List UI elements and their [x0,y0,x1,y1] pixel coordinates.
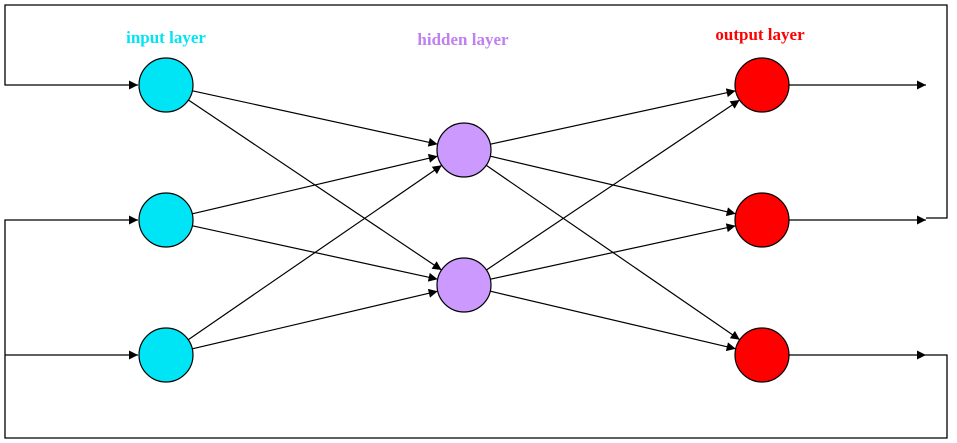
hidden-neuron-2 [436,257,492,313]
connection-input-3-to-hidden-2 [192,288,438,350]
connections [187,88,741,352]
output-neuron-3 [734,327,790,383]
connection-input-2-to-hidden-1 [192,153,438,215]
input-neuron-2 [138,192,194,248]
hidden-neuron-1 [436,122,492,178]
output-layer-label: output layer [715,25,805,44]
output-neuron-1 [734,57,790,113]
connection-hidden-2-to-output-2 [490,223,736,280]
neurons [138,57,790,383]
connection-hidden-1-to-output-1 [490,88,736,145]
connection-input-1-to-hidden-1 [192,90,438,147]
output-arrows [789,80,926,360]
connection-hidden-2-to-output-1 [486,99,740,271]
output-neuron-2 [734,192,790,248]
input-neuron-1 [138,57,194,113]
connection-input-3-to-hidden-1 [187,164,443,341]
feedback-loops [4,4,948,439]
hidden-layer-label: hidden layer [417,30,509,49]
input-layer-label: input layer [126,28,206,47]
input-neuron-3 [138,327,194,383]
connection-hidden-2-to-output-3 [490,290,736,352]
feedback-loop-bottom [4,215,948,439]
feedback-loop-top [4,4,948,219]
